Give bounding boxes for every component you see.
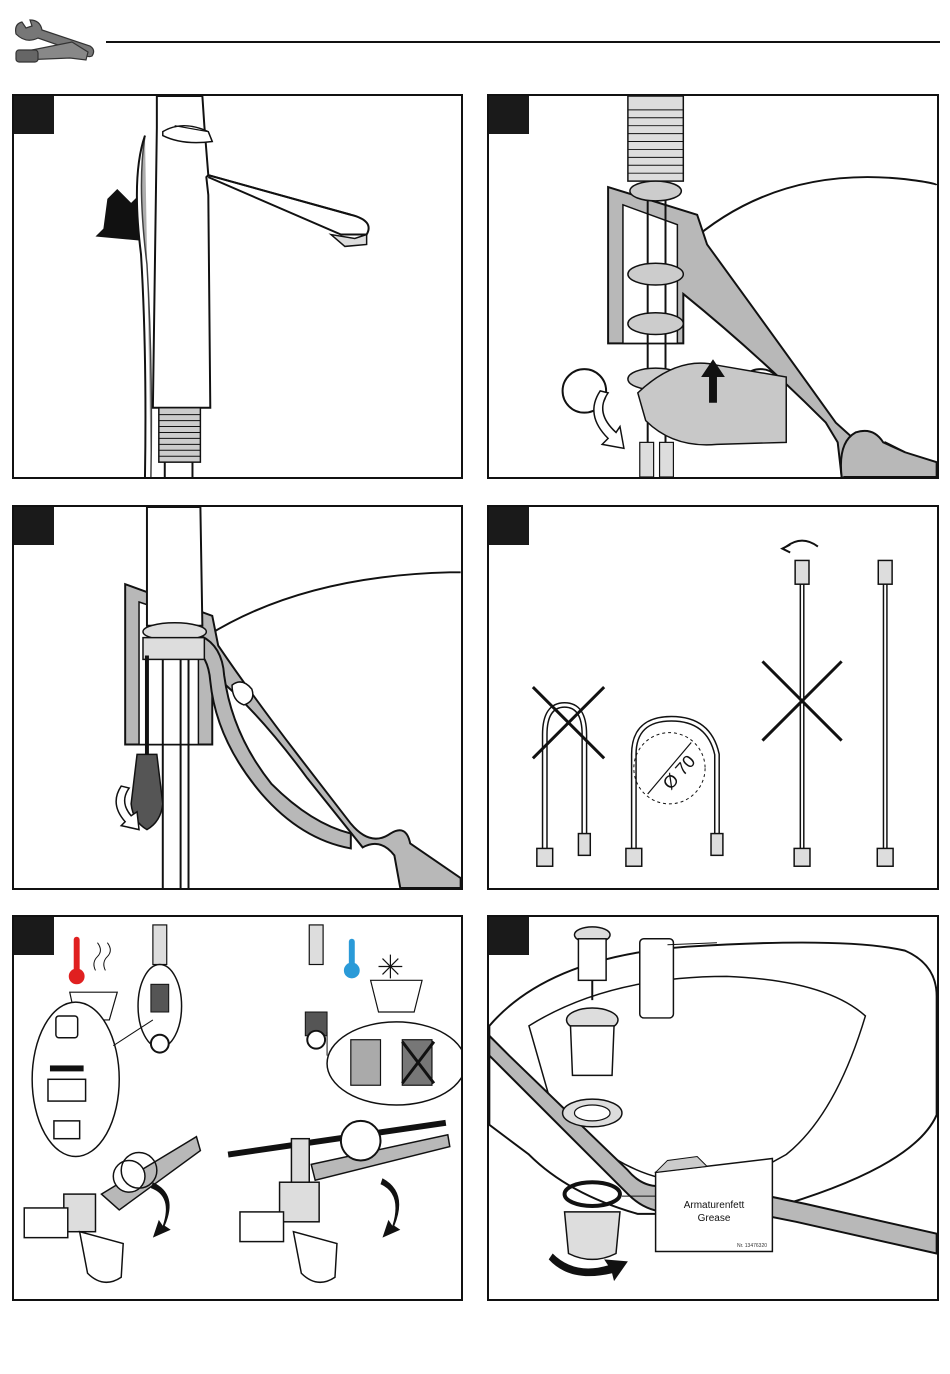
hose-bend-label: Ø 70 (659, 751, 700, 793)
grease-label: Armaturenfett Grease (657, 1199, 771, 1225)
mounting-nut-icon (489, 96, 937, 477)
hot-thermometer-icon (74, 937, 80, 973)
hose-bend-icon: Ø 70 (489, 507, 937, 888)
grease-part-number: Nr. 13476320 (737, 1243, 767, 1249)
step-4-badge (489, 507, 529, 545)
screwdriver-icon (14, 507, 461, 888)
snowflake-icon (379, 955, 403, 979)
step-3-badge (14, 507, 54, 545)
step-2-badge (489, 96, 529, 134)
tools-icon (12, 12, 96, 68)
step-1-panel (12, 94, 463, 479)
step-4-panel: Ø 70 (487, 505, 939, 890)
grease-label-line2: Grease (657, 1212, 771, 1225)
step-6-panel: Armaturenfett Grease Nr. 13476320 (487, 915, 939, 1301)
valve-connect-icon (14, 917, 461, 1299)
step-5-panel (12, 915, 463, 1301)
step-5-badge (14, 917, 54, 955)
grease-label-line1: Armaturenfett (657, 1199, 771, 1212)
step-1-badge (14, 96, 54, 134)
step-2-panel (487, 94, 939, 479)
drain-assembly-icon (489, 917, 937, 1299)
header-rule (106, 41, 940, 43)
step-6-badge (489, 917, 529, 955)
step-3-panel (12, 505, 463, 890)
faucet-pull-icon (14, 96, 461, 477)
